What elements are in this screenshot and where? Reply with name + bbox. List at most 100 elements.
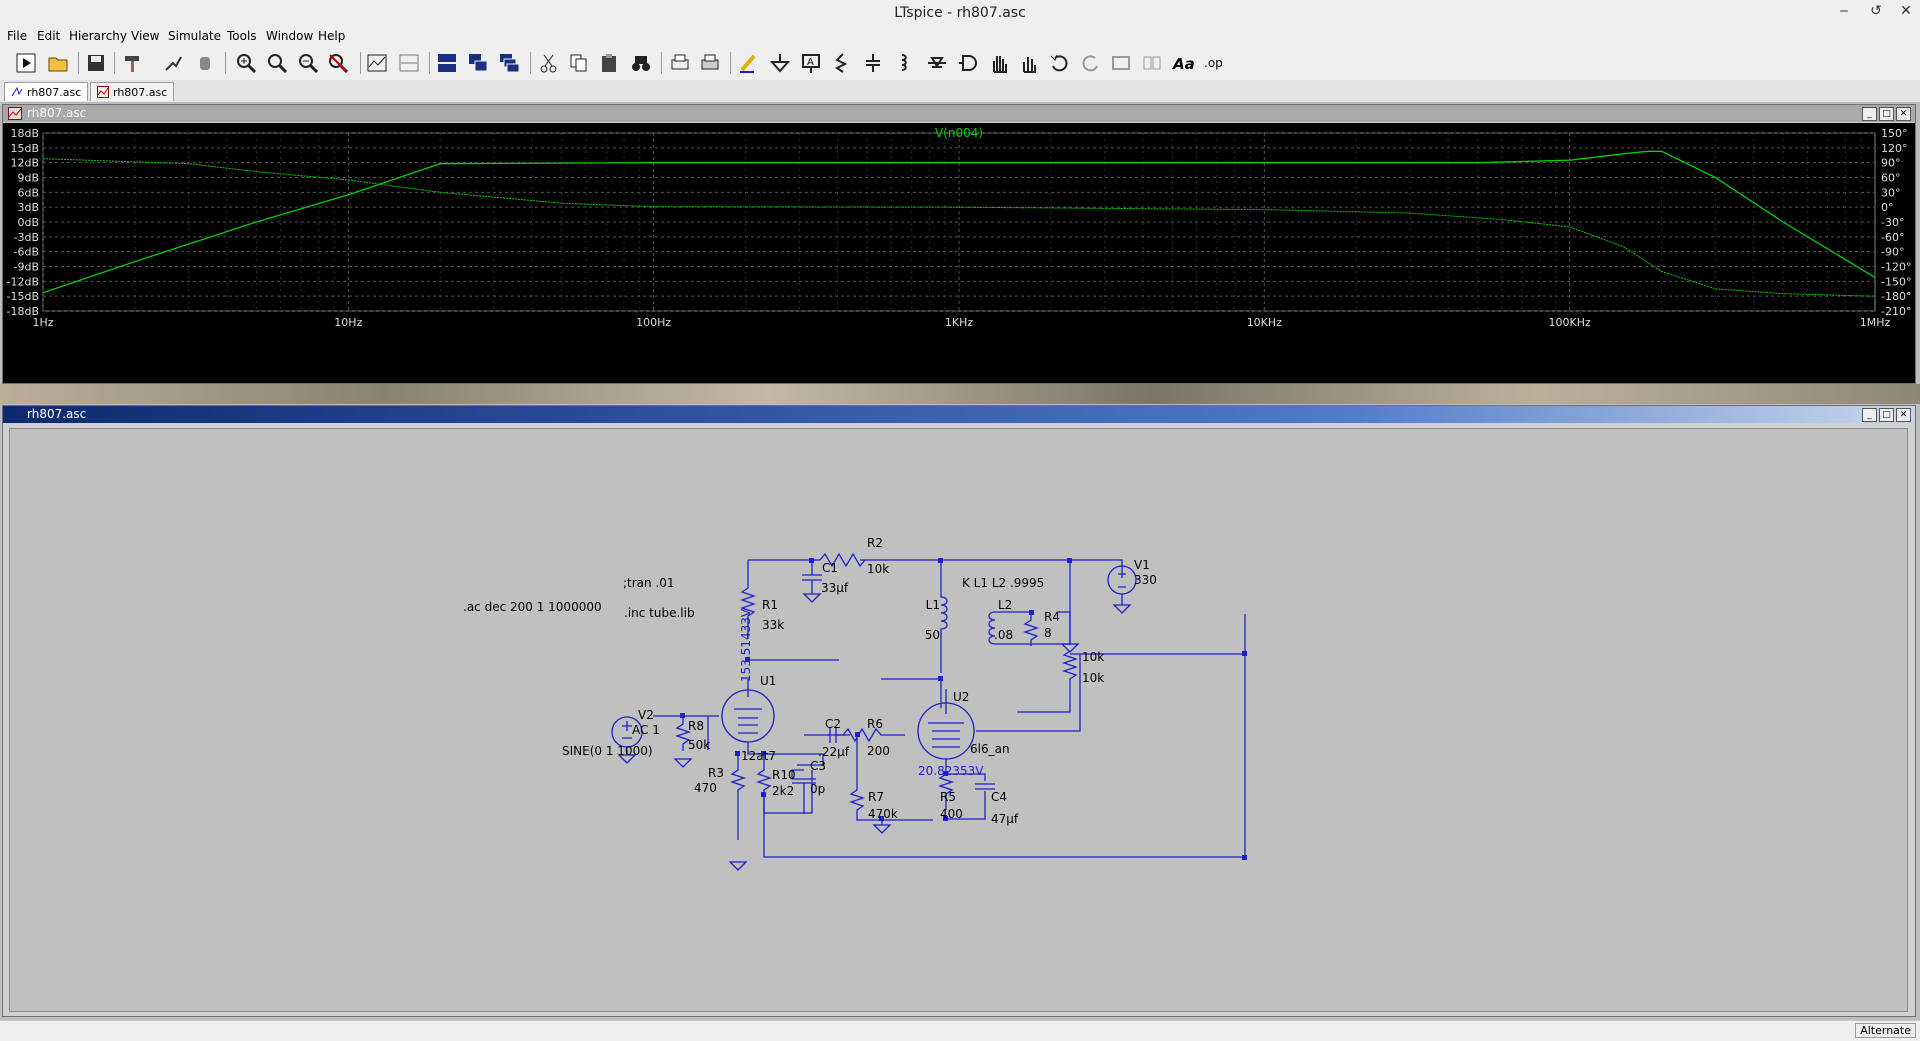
undo-icon[interactable] <box>1047 50 1073 76</box>
tab-waveform[interactable]: rh807.asc <box>90 82 175 101</box>
c2-ref: C2 <box>825 717 841 731</box>
r8-ref: R8 <box>688 719 704 733</box>
plot-minimize-button[interactable]: _ <box>1862 107 1877 121</box>
v1-ref: V1 <box>1134 558 1150 572</box>
label-net-icon[interactable]: A <box>798 50 824 76</box>
plot-window-title: rh807.asc <box>27 106 87 120</box>
schematic-maximize-button[interactable]: □ <box>1879 408 1894 422</box>
plot-maximize-button[interactable]: □ <box>1879 107 1894 121</box>
print-setup-icon[interactable] <box>697 50 723 76</box>
x-tick: 100KHz <box>1549 316 1591 329</box>
x-tick: 1MHz <box>1860 316 1891 329</box>
window-title: LTspice - rh807.asc <box>894 5 1026 21</box>
minimize-button[interactable]: ‒ <box>1839 3 1849 19</box>
y-right-tick: 0° <box>1881 201 1894 214</box>
toolbar-separator <box>730 52 731 74</box>
r7-value: 470k <box>868 807 898 821</box>
tab-schematic[interactable]: rh807.asc <box>4 82 89 101</box>
y-right-tick: 30° <box>1881 186 1901 199</box>
component-labels: R2 10k C1 33µf R1 33k V1 330 L1 50 L2 .0… <box>463 536 1157 826</box>
x-tick: 1Hz <box>32 316 53 329</box>
r4-ref: R4 <box>1044 610 1060 624</box>
schematic-minimize-button[interactable]: _ <box>1862 408 1877 422</box>
zoom-in-icon[interactable] <box>233 50 259 76</box>
copy-icon[interactable] <box>566 50 592 76</box>
schematic-close-button[interactable]: ✕ <box>1896 408 1911 422</box>
open-icon[interactable] <box>45 50 71 76</box>
find-icon[interactable] <box>628 50 654 76</box>
toolbar: A Aa .op <box>0 46 1920 81</box>
r1-value: 33k <box>762 618 784 632</box>
tile-horizontal-icon[interactable] <box>434 50 460 76</box>
trace-title[interactable]: V(n004) <box>935 126 983 140</box>
zoom-pan-icon[interactable] <box>264 50 290 76</box>
diode-icon[interactable] <box>924 50 950 76</box>
paste-icon[interactable] <box>597 50 623 76</box>
print-icon[interactable] <box>667 50 693 76</box>
cut-icon[interactable] <box>536 50 562 76</box>
menu-tools[interactable]: Tools <box>227 29 257 43</box>
inductor-icon[interactable] <box>891 50 917 76</box>
menu-file[interactable]: File <box>7 29 28 43</box>
toolbar-separator <box>225 52 226 74</box>
tile-vertical-icon[interactable] <box>465 50 491 76</box>
halt-icon[interactable] <box>160 50 186 76</box>
r4-value: 8 <box>1044 626 1052 640</box>
move-icon[interactable] <box>986 50 1012 76</box>
y-right-tick: -90° <box>1881 246 1904 259</box>
zoom-fit-icon[interactable] <box>325 50 351 76</box>
component-icon[interactable] <box>955 50 981 76</box>
rotate-icon[interactable] <box>1108 50 1134 76</box>
svg-text:Aa: Aa <box>1172 55 1194 73</box>
toolbar-separator <box>661 52 662 74</box>
y-left-tick: 9dB <box>17 172 39 185</box>
y-left-tick: -12dB <box>7 275 40 288</box>
include-directive: .inc tube.lib <box>624 606 695 620</box>
close-button[interactable]: ✕ <box>1900 3 1912 19</box>
menu-simulate[interactable]: Simulate <box>168 29 222 43</box>
text-icon[interactable]: Aa <box>1170 50 1196 76</box>
ground-icon[interactable] <box>767 50 793 76</box>
rfb-value: 10k <box>1082 671 1104 685</box>
y-right-tick: 150° <box>1881 127 1908 140</box>
plot-window-titlebar: rh807.asc _ □ ✕ <box>3 105 1915 122</box>
draw-wire-icon[interactable] <box>736 50 762 76</box>
menu-window[interactable]: Window <box>266 29 314 43</box>
capacitor-icon[interactable] <box>860 50 886 76</box>
resistor-icon[interactable] <box>829 50 855 76</box>
l1-value: 50 <box>925 628 940 642</box>
r8-value: 50k <box>688 738 710 752</box>
menu-hierarchy[interactable]: Hierarchy <box>69 29 128 43</box>
y-right-tick: 90° <box>1881 157 1901 170</box>
y-left-tick: 18dB <box>10 127 39 140</box>
hammer-icon[interactable] <box>120 50 146 76</box>
schematic-canvas[interactable]: R2 10k C1 33µf R1 33k V1 330 L1 50 L2 .0… <box>9 428 1908 1012</box>
stop-hand-icon[interactable] <box>192 50 218 76</box>
autoscale-icon[interactable] <box>364 50 390 76</box>
schematic-window: rh807.asc _ □ ✕ <box>2 405 1916 1017</box>
save-icon[interactable] <box>83 50 109 76</box>
c3-ref: C3 <box>810 759 826 773</box>
menu-edit[interactable]: Edit <box>37 29 61 43</box>
menu-view[interactable]: View <box>131 29 160 43</box>
u1-ref: U1 <box>760 674 776 688</box>
restore-button[interactable]: ↺ <box>1870 3 1882 19</box>
waveform-icon[interactable] <box>396 50 422 76</box>
x-tick: 10KHz <box>1247 316 1282 329</box>
r5-ref: R5 <box>940 790 956 804</box>
c4-value: 47µf <box>991 812 1019 826</box>
zoom-out-icon[interactable] <box>295 50 321 76</box>
plot-close-button[interactable]: ✕ <box>1896 107 1911 121</box>
cascade-icon[interactable] <box>496 50 522 76</box>
y-right-tick: -60° <box>1881 231 1904 244</box>
toolbar-separator <box>530 52 531 74</box>
r5-value: 400 <box>940 807 963 821</box>
mirror-icon[interactable] <box>1139 50 1165 76</box>
spice-directive-icon[interactable]: .op <box>1201 50 1227 76</box>
r3-value: 470 <box>694 781 717 795</box>
menu-help[interactable]: Help <box>318 29 346 43</box>
redo-icon[interactable] <box>1077 50 1103 76</box>
drag-icon[interactable] <box>1016 50 1042 76</box>
run-icon[interactable] <box>13 50 39 76</box>
